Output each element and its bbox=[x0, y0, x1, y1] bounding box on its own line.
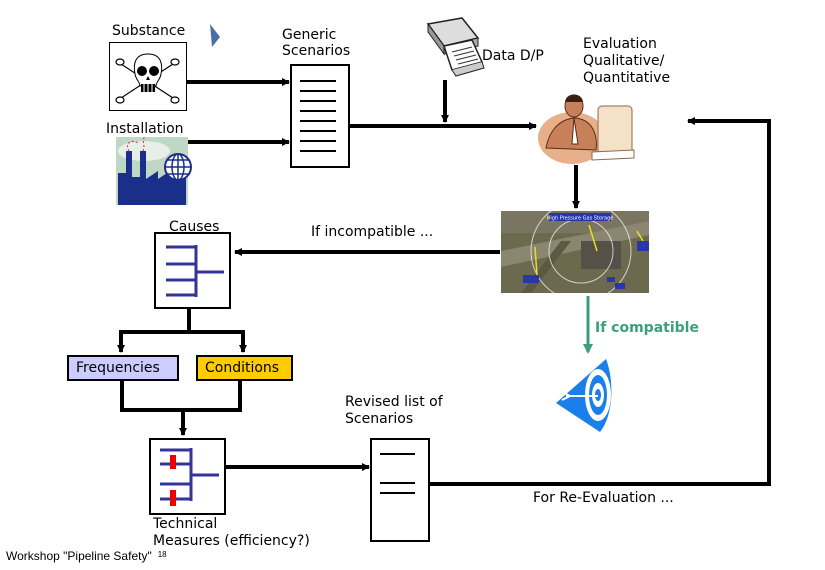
generic-scenarios-label-line1: Generic bbox=[282, 27, 337, 43]
edge-causes-split-right bbox=[189, 330, 247, 353]
technical-measures-label-line2: Measures (efficiency?) bbox=[153, 533, 310, 549]
evaluation-label-line3: Quantitative bbox=[583, 70, 671, 86]
revised-scenarios-label-line2: Scenarios bbox=[345, 411, 414, 427]
technical-measures-label: Technical Measures (efficiency?) bbox=[153, 516, 310, 550]
causes-label: Causes bbox=[169, 219, 220, 235]
page-number: 18 bbox=[157, 550, 167, 559]
edge-causes-split bbox=[117, 308, 191, 353]
edge-merge bbox=[120, 381, 242, 412]
generic-scenarios-label: Generic Scenarios bbox=[282, 27, 350, 59]
map-title: High Pressure Gas Storage bbox=[547, 216, 614, 222]
fault-tree-barriers-icon bbox=[149, 438, 226, 515]
compatible-label: If compatible bbox=[595, 320, 699, 336]
target-arrow-icon bbox=[556, 359, 612, 432]
evaluation-label: Evaluation Qualitative/ Quantitative bbox=[583, 36, 670, 87]
factory-globe-icon bbox=[116, 137, 192, 205]
substance-label: Substance bbox=[112, 23, 186, 39]
footer-title: Workshop "Pipeline Safety" bbox=[6, 549, 152, 563]
revised-scenarios-label-line1: Revised list of bbox=[345, 394, 443, 410]
revised-scenarios-document-icon bbox=[370, 438, 430, 542]
re-evaluation-label: For Re-Evaluation ... bbox=[533, 490, 674, 506]
decorative-fragment-icon bbox=[210, 24, 220, 47]
fault-tree-icon bbox=[154, 232, 231, 309]
generic-scenarios-document-icon bbox=[290, 64, 350, 168]
technical-measures-label-line1: Technical bbox=[153, 516, 218, 532]
footer: Workshop "Pipeline Safety" 18 bbox=[6, 549, 167, 563]
edge-re-evaluation-loop bbox=[423, 117, 771, 486]
data-dp-label: Data D/P bbox=[482, 48, 544, 64]
file-tray-icon bbox=[426, 17, 485, 77]
skull-crossbones-icon bbox=[109, 42, 187, 111]
frequencies-box: Frequencies bbox=[67, 355, 179, 381]
incompatible-label: If incompatible ... bbox=[311, 224, 434, 240]
aerial-map-icon: High Pressure Gas Storage bbox=[501, 211, 649, 293]
generic-scenarios-label-line2: Scenarios bbox=[282, 43, 351, 59]
evaluation-label-line1: Evaluation bbox=[583, 36, 657, 52]
installation-label: Installation bbox=[106, 121, 184, 137]
person-at-computer-icon bbox=[538, 94, 635, 164]
evaluation-label-line2: Qualitative/ bbox=[583, 53, 665, 69]
conditions-box: Conditions bbox=[196, 355, 293, 381]
revised-scenarios-label: Revised list of Scenarios bbox=[345, 394, 443, 428]
